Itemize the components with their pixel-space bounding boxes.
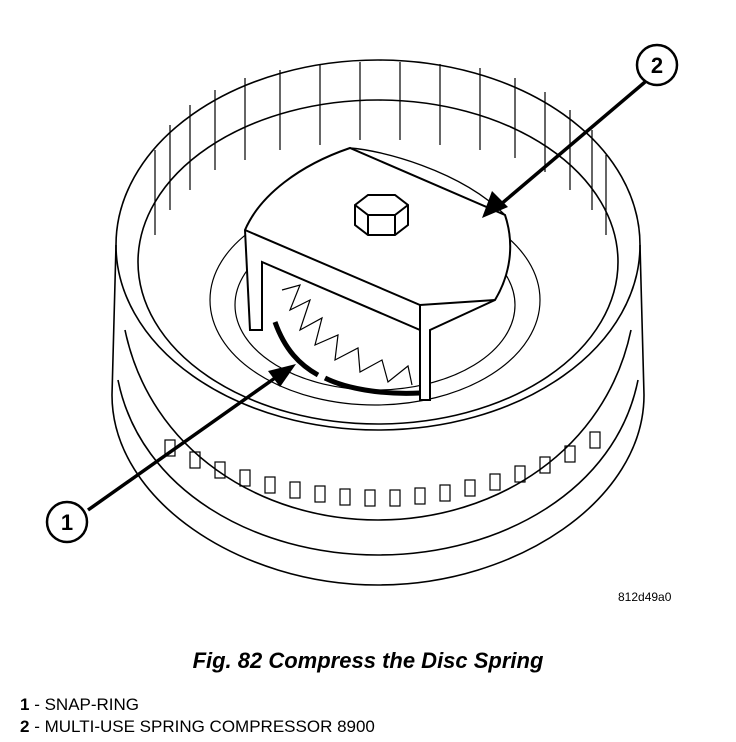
- clutch-drum-housing: [111, 59, 645, 586]
- svg-text:2: 2: [651, 53, 663, 78]
- callout-1: 1: [45, 500, 89, 544]
- svg-text:1: 1: [61, 510, 73, 535]
- legend-separator: -: [29, 717, 45, 736]
- disc-spring: [281, 284, 413, 386]
- snap-ring: [272, 321, 421, 396]
- legend-separator: -: [29, 695, 45, 714]
- hex-bolt: [354, 194, 409, 236]
- legend-number: 1: [20, 695, 30, 714]
- spring-compressor-tool: [243, 146, 512, 401]
- disc-spring-compression-illustration: 1 2: [45, 43, 679, 586]
- figure-caption: Fig. 82 Compress the Disc Spring: [192, 648, 544, 673]
- legend: 1 - SNAP-RING 2 - MULTI-USE SPRING COMPR…: [20, 694, 375, 738]
- legend-number: 2: [20, 717, 30, 736]
- leader-arrow-1: [86, 364, 296, 512]
- legend-item-1: 1 - SNAP-RING: [20, 694, 375, 716]
- drum-windows: [164, 431, 601, 507]
- callout-2: 2: [635, 43, 679, 87]
- drum-spline-teeth: [154, 62, 607, 235]
- legend-label: MULTI-USE SPRING COMPRESSOR 8900: [44, 717, 375, 736]
- figure-id: 812d49a0: [618, 590, 672, 604]
- legend-label: SNAP-RING: [44, 695, 140, 714]
- legend-item-2: 2 - MULTI-USE SPRING COMPRESSOR 8900: [20, 716, 375, 738]
- leader-arrow-2: [482, 80, 647, 218]
